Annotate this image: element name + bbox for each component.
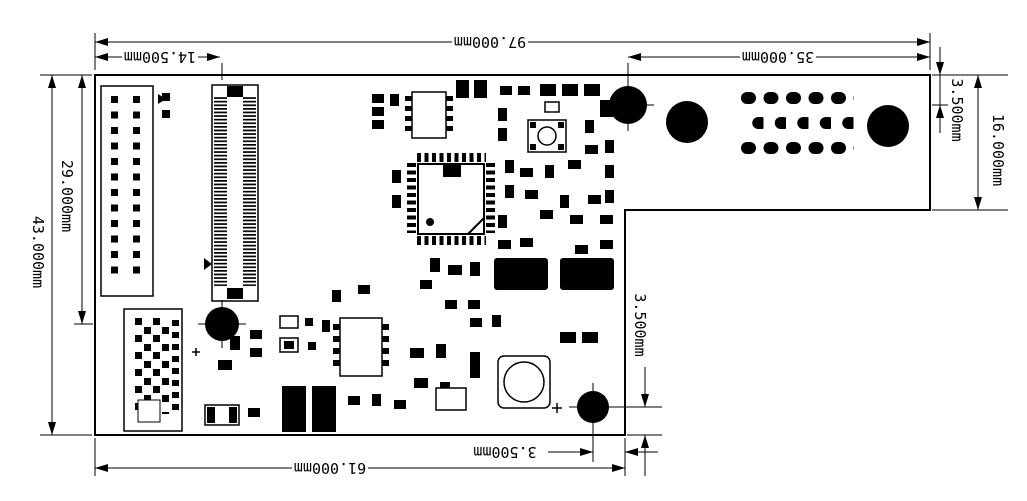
connector-shell-hole	[666, 101, 708, 143]
smd-passives	[162, 80, 614, 417]
dim-label-right-section-width: 35.000mm	[742, 48, 814, 66]
dim-label-bottom-width: 61.000mm	[294, 459, 366, 477]
power-inductors	[282, 258, 614, 432]
pcb-board-outline	[94, 74, 931, 436]
dimension-right-section-height: 16.000mm	[974, 75, 1007, 210]
dim-label-bottom-hole-offset-x: 3.500mm	[473, 443, 536, 461]
dim-label-hole-offset-x: 14.500mm	[124, 48, 196, 66]
sop-ic	[333, 317, 389, 377]
dimension-bottom-hole-offset-y: 3.500mm	[631, 293, 649, 476]
diode	[204, 404, 240, 426]
dimension-hole-offset-x: 14.500mm	[95, 48, 220, 66]
bottom-left-connector	[123, 308, 183, 432]
connector-shell-hole	[867, 105, 909, 147]
mounting-hole-top-right	[609, 86, 647, 124]
vga-connector	[666, 92, 909, 155]
dimension-right-hole-offset: 3.500mm	[936, 47, 966, 142]
dimension-hole-offset-y: 29.000mm	[58, 75, 86, 324]
pin1-marker-icon	[204, 258, 212, 270]
mounting-hole-bottom	[577, 391, 609, 423]
dimension-overall-width: 97.000mm	[95, 33, 930, 51]
mounting-hole-left	[205, 307, 239, 341]
electrolytic-cap	[497, 355, 562, 413]
lvds-connector	[204, 84, 259, 302]
dimension-bottom-hole-offset-x: 3.500mm	[473, 443, 658, 461]
dim-label-right-hole-offset: 3.500mm	[948, 78, 966, 141]
dimension-overall-height: 43.000mm	[29, 75, 56, 435]
pcb-components	[100, 80, 909, 432]
qfp-ic	[407, 153, 495, 245]
dim-label-overall-width: 97.000mm	[454, 33, 526, 51]
dimension-right-section-width: 35.000mm	[628, 48, 930, 66]
dim-label-bottom-hole-offset-y: 3.500mm	[631, 293, 649, 356]
soic-ic	[405, 91, 453, 139]
crystal-oscillator	[527, 119, 567, 153]
dim-label-hole-offset-y: 29.000mm	[58, 160, 76, 232]
header-connector	[100, 85, 170, 297]
dim-label-overall-height: 43.000mm	[29, 216, 47, 288]
dim-label-right-section-height: 16.000mm	[989, 114, 1007, 186]
dimension-bottom-width: 61.000mm	[95, 459, 625, 477]
